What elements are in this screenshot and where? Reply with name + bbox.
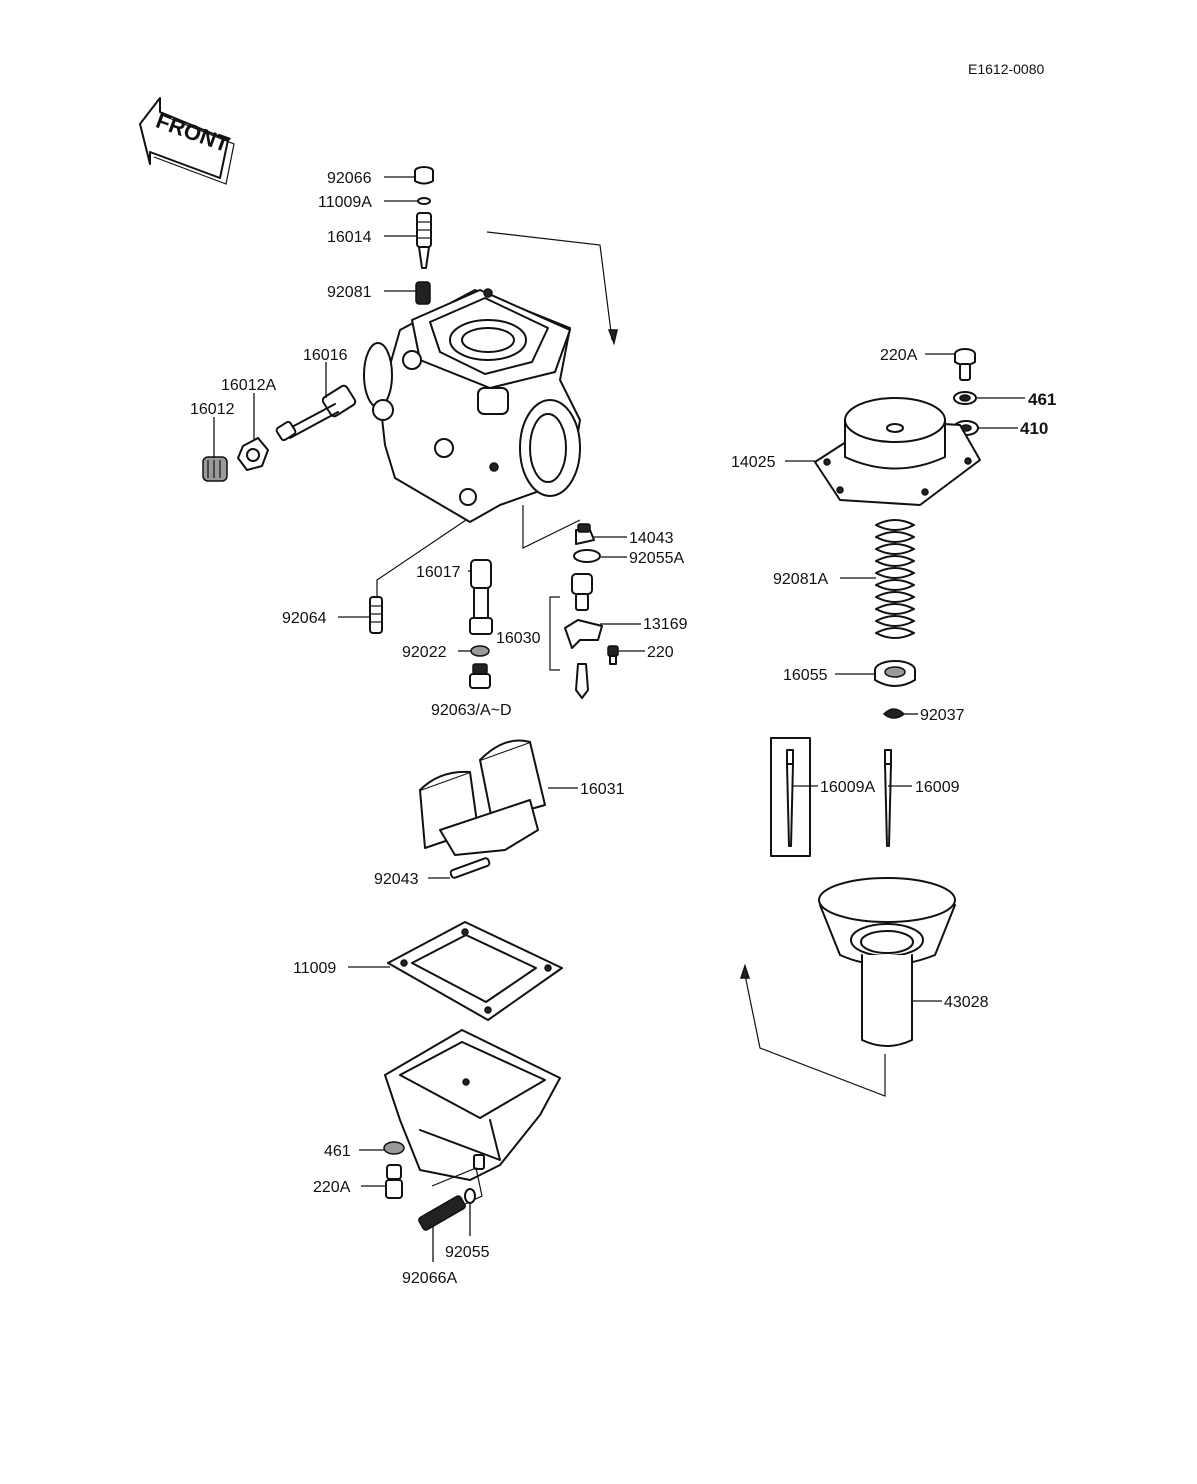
main-jet-92063: [469, 663, 491, 689]
diagram-reference-code: E1612-0080: [968, 61, 1045, 77]
float-bowl: [384, 1029, 561, 1181]
label-92064: 92064: [282, 610, 327, 627]
o-ring-92055: [464, 1188, 476, 1204]
label-16031: 16031: [580, 781, 625, 798]
label-410: 410: [1020, 419, 1048, 438]
o-ring-92055A: [573, 549, 601, 563]
leader-lines: [213, 176, 1025, 1262]
guide-arrowhead-top: [607, 329, 618, 346]
label-220A-bottom: 220A: [313, 1179, 351, 1196]
label-92066: 92066: [327, 170, 372, 187]
float-valve-16030: [549, 573, 603, 699]
spring-92081A: [875, 519, 915, 639]
jet-needle-16009: [884, 749, 892, 847]
knob-16012: [202, 456, 228, 482]
label-16030: 16030: [496, 630, 541, 647]
label-16014: 16014: [327, 229, 372, 246]
label-92037: 92037: [920, 707, 965, 724]
drain-screw-92066A: [418, 1195, 466, 1231]
label-92066A: 92066A: [402, 1270, 457, 1287]
label-92081: 92081: [327, 284, 372, 301]
front-arrow-icon: FRONT: [139, 97, 235, 185]
label-16017: 16017: [416, 564, 461, 581]
label-92063: 92063/A~D: [431, 702, 512, 719]
jet-holder-16017: [469, 559, 493, 635]
label-16009A: 16009A: [820, 779, 875, 796]
part-labels: 92066 11009A 16014 92081 16016 16012A 16…: [190, 170, 1056, 1287]
float-pin-92043: [449, 857, 491, 879]
label-43028: 43028: [944, 994, 989, 1011]
carburetor-body: [363, 288, 581, 523]
label-461-bottom: 461: [324, 1143, 351, 1160]
guide-line-top: [486, 231, 613, 341]
washer-461-bottom: [383, 1141, 405, 1155]
screw-220A-top: [954, 348, 976, 381]
label-92022: 92022: [402, 644, 447, 661]
guide-92064: [376, 519, 467, 596]
float-16031: [419, 739, 546, 856]
needle-16009A-box: [770, 737, 811, 857]
jet-needle-16009A: [786, 749, 794, 847]
spring-92081: [415, 281, 431, 305]
label-16055: 16055: [783, 667, 828, 684]
washer-92022: [470, 645, 490, 657]
e-clip-92037: [882, 708, 906, 719]
guide-arrowhead-piston: [739, 963, 751, 979]
label-16012: 16012: [190, 401, 235, 418]
label-220A-top: 220A: [880, 347, 918, 364]
starter-jet-92064: [369, 596, 383, 634]
label-92055A: 92055A: [629, 550, 684, 567]
cap-92066: [414, 166, 434, 185]
screw-220A-bottom: [385, 1164, 403, 1199]
label-16016: 16016: [303, 347, 348, 364]
label-220: 220: [647, 644, 674, 661]
pilot-screw-16014: [416, 212, 432, 269]
o-ring-11009A: [417, 197, 431, 205]
vacuum-cover-14025: [814, 397, 981, 506]
label-92055: 92055: [445, 1244, 490, 1261]
label-11009: 11009: [293, 960, 336, 977]
label-16009: 16009: [915, 779, 960, 796]
washer-461-top-hole: [959, 394, 971, 402]
gasket-11009: [387, 921, 563, 1021]
label-92081A: 92081A: [773, 571, 828, 588]
label-92043: 92043: [374, 871, 419, 888]
guide-piston: [744, 974, 886, 1097]
label-14025: 14025: [731, 454, 776, 471]
label-11009A: 11009A: [318, 194, 372, 211]
throttle-screw-16016: [275, 384, 357, 442]
adjuster-16012A: [237, 437, 269, 471]
label-16012A: 16012A: [221, 377, 276, 394]
float-valve-seat-14043: [575, 523, 595, 545]
label-13169: 13169: [643, 616, 688, 633]
vacuum-piston-43028: [818, 877, 956, 1047]
needle-holder-16055: [874, 660, 916, 687]
screw-220: [607, 645, 619, 665]
guide-float-valve: [522, 505, 581, 549]
label-461-top: 461: [1028, 390, 1056, 409]
label-14043: 14043: [629, 530, 674, 547]
